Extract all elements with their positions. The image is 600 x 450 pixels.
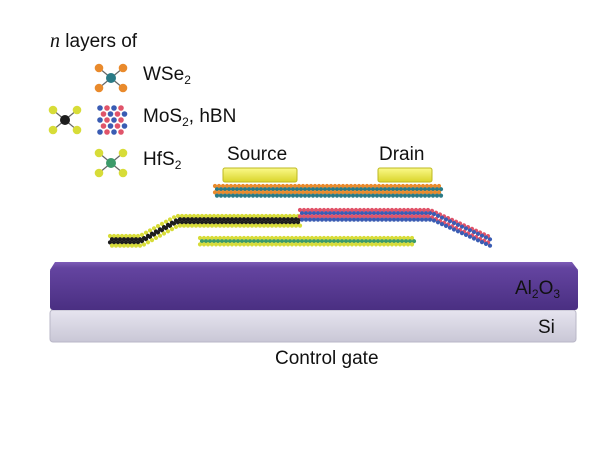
wse2-channel-layer (212, 183, 444, 198)
al2o3-label: Al2O3 (515, 278, 561, 301)
drain-electrode (377, 167, 433, 183)
legend-item-hfs2: HfS2 (143, 149, 182, 172)
si-label: Si (538, 317, 555, 338)
source-electrode (222, 167, 298, 183)
al2o3-layer (50, 262, 578, 310)
mos2-hbn-lattice-icon (97, 105, 128, 135)
source-label: Source (227, 144, 288, 165)
hfs2-molecule-icon (94, 148, 128, 178)
legend-item-mos2-hbn: MoS2, hBN (143, 106, 237, 129)
si-substrate (49, 309, 577, 343)
drain-label: Drain (379, 144, 425, 165)
black-phosphorus-molecule-icon (48, 105, 82, 135)
hfs2-bottom-layer (197, 235, 417, 247)
mos2-hbn-layer (297, 207, 493, 248)
control-gate-label: Control gate (275, 348, 379, 369)
legend-title: n layers of (50, 30, 138, 52)
legend-item-wse2: WSe2 (143, 64, 191, 87)
black-phosphorus-layer (107, 213, 303, 248)
wse2-molecule-icon (94, 63, 128, 93)
